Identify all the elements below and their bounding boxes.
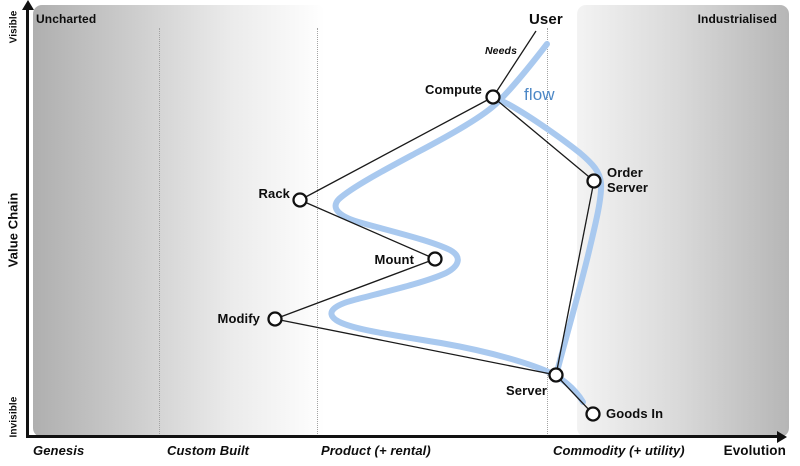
node-mount-circle xyxy=(427,251,443,267)
y-axis-invisible-label: Invisible xyxy=(8,396,20,438)
node-label-rack: Rack xyxy=(258,186,290,201)
industrialised-shade-panel xyxy=(577,5,789,437)
node-label-goods-in: Goods In xyxy=(606,406,664,421)
value-chain-axis-arrow-icon xyxy=(22,0,34,10)
link-server-goods-in xyxy=(555,374,594,415)
flow-path-main xyxy=(328,41,586,405)
node-modify-circle xyxy=(267,311,283,327)
y-axis-title: Value Chain xyxy=(5,192,21,268)
node-label-compute: Compute xyxy=(424,82,482,97)
stage-divider-product-commodity xyxy=(547,28,548,436)
node-label-server: Server xyxy=(506,383,548,398)
flow-annotation: flow xyxy=(524,85,555,104)
link-order-server-server xyxy=(555,180,595,376)
node-server-circle xyxy=(548,367,564,383)
node-rack-circle xyxy=(292,192,308,208)
uncharted-shade-panel xyxy=(33,5,325,437)
node-label-modify: Modify xyxy=(217,311,260,326)
node-label-user: User xyxy=(529,11,563,28)
stage-label-commodity: Commodity (+ utility) xyxy=(553,443,685,458)
evolution-axis-arrow-icon xyxy=(777,431,787,443)
node-goods-in-circle xyxy=(585,406,601,422)
stage-divider-genesis-custom xyxy=(159,28,160,436)
link-rack-mount xyxy=(299,199,436,260)
link-mount-modify xyxy=(274,258,436,320)
stage-label-genesis: Genesis xyxy=(33,443,85,458)
node-label-order-server: Order Server xyxy=(607,165,649,195)
link-user-compute xyxy=(492,30,537,98)
link-modify-server xyxy=(274,318,557,376)
node-label-mount: Mount xyxy=(374,252,414,267)
needs-annotation: Needs xyxy=(485,45,518,57)
y-axis-visible-label: Visible xyxy=(8,10,20,44)
node-compute-circle xyxy=(485,89,501,105)
link-compute-rack xyxy=(299,96,494,201)
stage-label-product: Product (+ rental) xyxy=(321,443,431,458)
x-axis-title: Evolution xyxy=(723,443,786,458)
stage-divider-custom-product xyxy=(317,28,318,436)
link-compute-order-server xyxy=(492,96,595,182)
stage-label-custom-built: Custom Built xyxy=(167,443,250,458)
node-order-server-circle xyxy=(586,173,602,189)
industrialised-label: Industrialised xyxy=(697,12,777,26)
uncharted-label: Uncharted xyxy=(36,12,97,26)
flow-path-order xyxy=(501,99,605,371)
value-chain-axis xyxy=(26,8,29,437)
evolution-axis xyxy=(26,435,779,438)
